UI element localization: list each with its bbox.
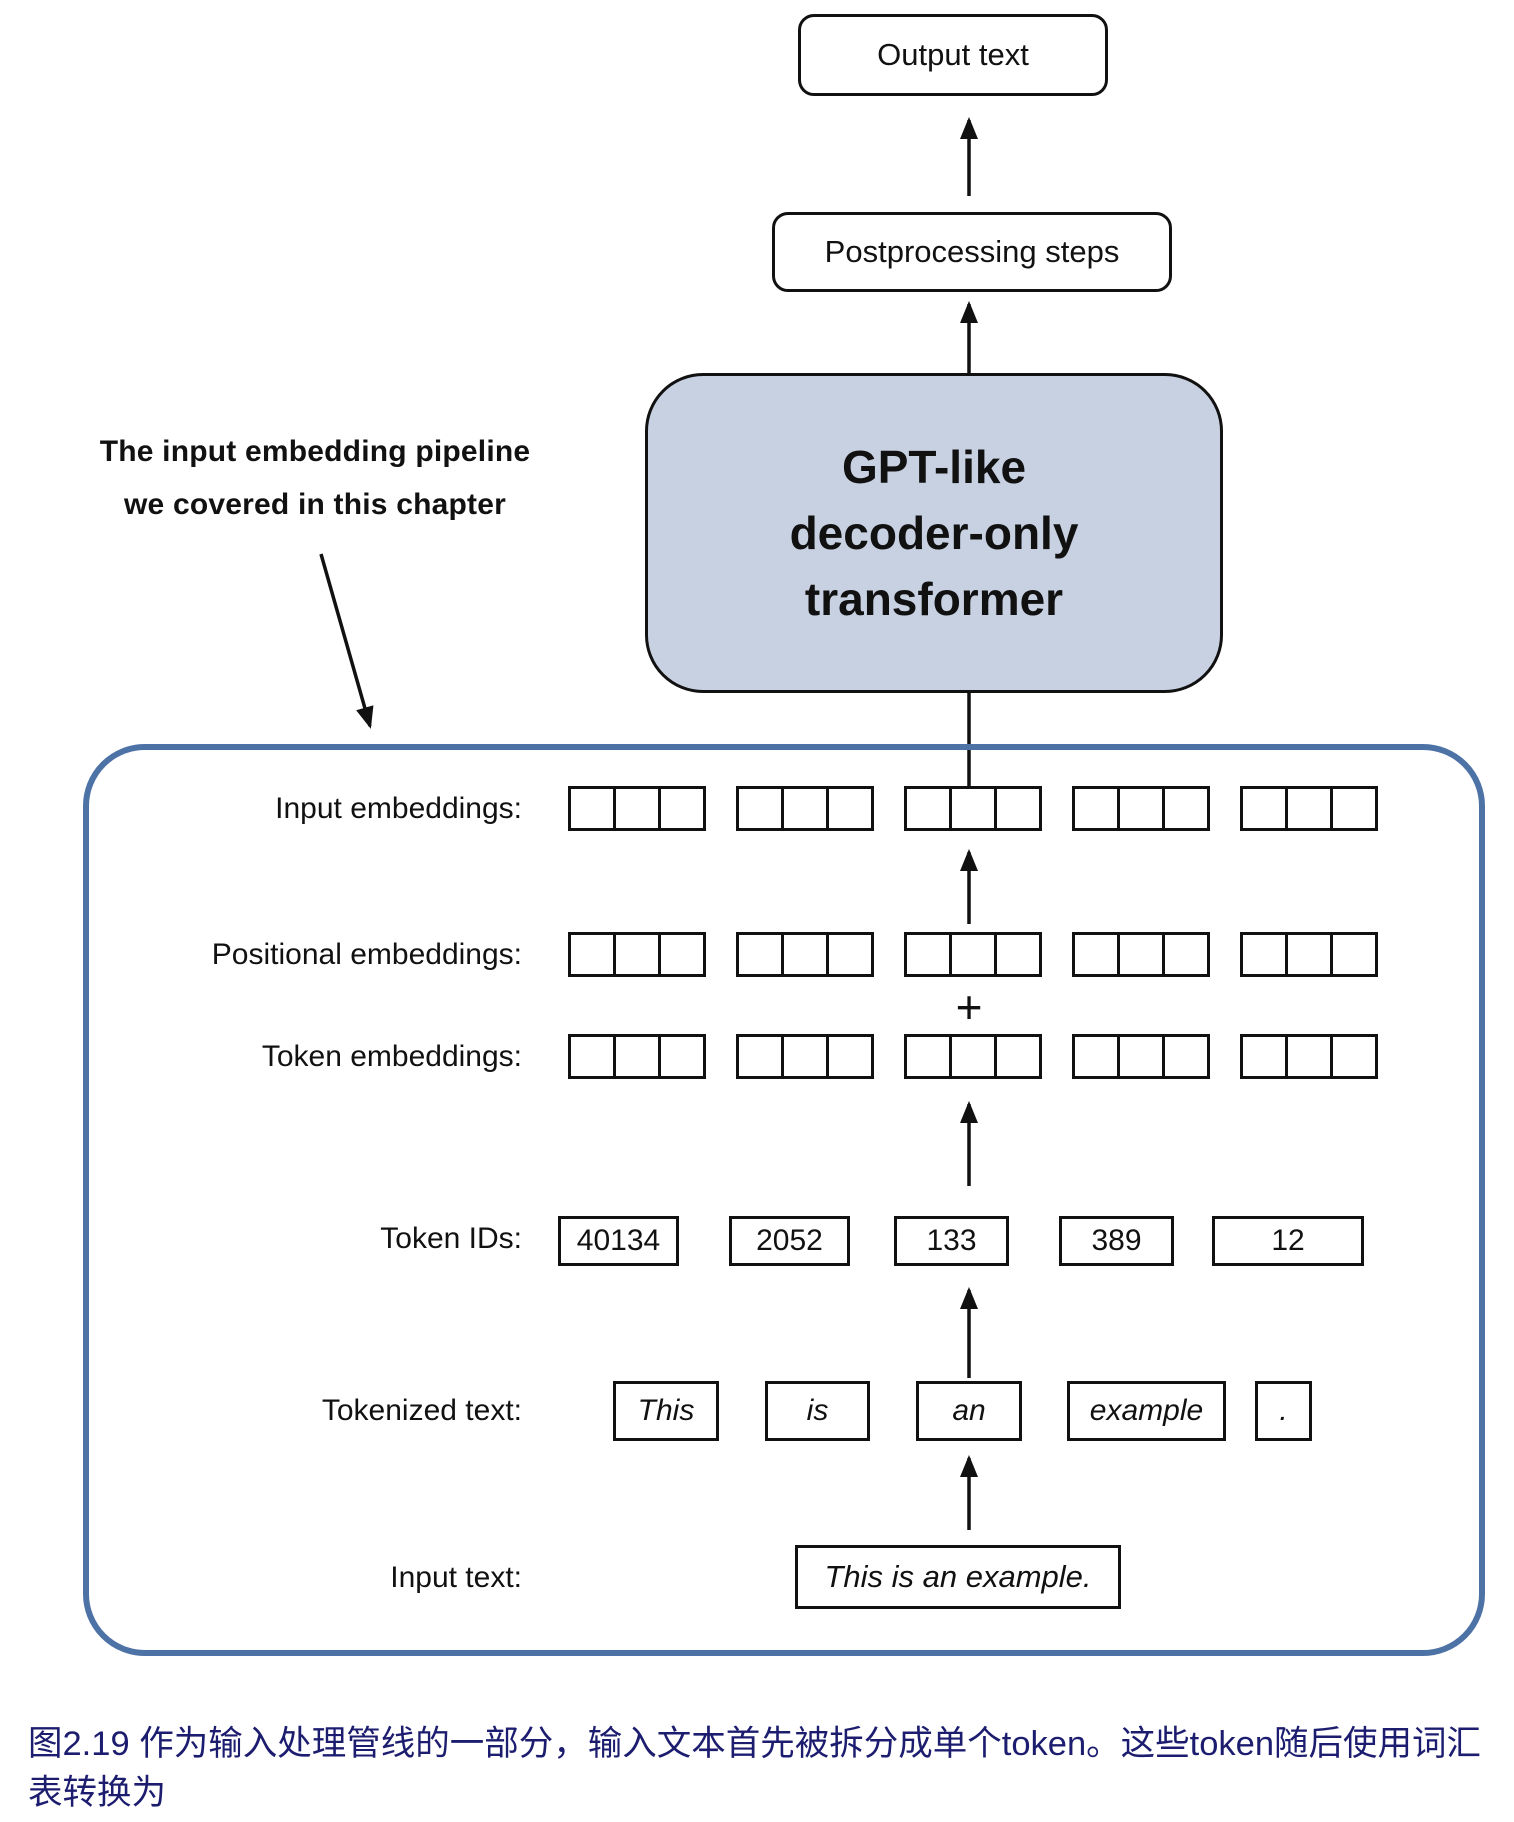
embedding-cell xyxy=(658,1034,706,1079)
annotation-note: The input embedding pipeline we covered … xyxy=(85,425,545,531)
embedding-cell xyxy=(781,786,829,831)
gpt-box-line2: decoder-only xyxy=(789,507,1079,559)
embedding-cell xyxy=(736,1034,784,1079)
embedding-cell xyxy=(568,1034,616,1079)
embedding-cell xyxy=(1072,932,1120,977)
embedding-cell xyxy=(949,1034,997,1079)
embedding-vector xyxy=(568,786,706,831)
embedding-cell xyxy=(1162,932,1210,977)
output-text-box: Output text xyxy=(798,14,1108,96)
embedding-cell xyxy=(1330,786,1378,831)
embedding-cell xyxy=(568,932,616,977)
postprocessing-label: Postprocessing steps xyxy=(824,234,1120,269)
embedding-vector xyxy=(1240,786,1378,831)
embedding-vector xyxy=(1072,932,1210,977)
embedding-cell xyxy=(1162,786,1210,831)
token-box: an xyxy=(916,1381,1022,1441)
embedding-vector xyxy=(736,932,874,977)
embedding-vector xyxy=(904,1034,1042,1079)
token-embeddings-row xyxy=(568,1034,1378,1079)
embedding-cell xyxy=(949,932,997,977)
input-embeddings-row xyxy=(568,786,1378,831)
embedding-cell xyxy=(826,932,874,977)
embedding-cell xyxy=(1285,1034,1333,1079)
caption-line2: token ID。token ID被转换为嵌入向量，并添加相同大小的位置嵌入，最… xyxy=(28,1818,1490,1822)
embedding-cell xyxy=(613,1034,661,1079)
positional-embeddings-row xyxy=(568,932,1378,977)
token-id-box: 389 xyxy=(1059,1216,1174,1266)
embedding-cell xyxy=(1072,786,1120,831)
embedding-cell xyxy=(1330,1034,1378,1079)
gpt-box-line1: GPT-like xyxy=(841,441,1027,493)
embedding-cell xyxy=(1285,932,1333,977)
embedding-cell xyxy=(949,786,997,831)
embedding-cell xyxy=(1117,932,1165,977)
embedding-cell xyxy=(613,786,661,831)
figure-caption: 图2.19 作为输入处理管线的一部分，输入文本首先被拆分成单个token。这些t… xyxy=(28,1720,1490,1822)
input-text-value: This is an example. xyxy=(824,1559,1092,1594)
embedding-cell xyxy=(904,932,952,977)
embedding-cell xyxy=(826,1034,874,1079)
embedding-vector xyxy=(1240,932,1378,977)
embedding-cell xyxy=(781,932,829,977)
embedding-vector xyxy=(736,786,874,831)
token-id-box: 2052 xyxy=(729,1216,850,1266)
input-text-box: This is an example. xyxy=(795,1545,1121,1609)
embedding-cell xyxy=(1162,1034,1210,1079)
embedding-cell xyxy=(1240,932,1288,977)
token-id-box: 133 xyxy=(894,1216,1009,1266)
input-embeddings-label: Input embeddings: xyxy=(275,792,522,825)
token-id-box: 12 xyxy=(1212,1216,1364,1266)
annotation-leader-arrow xyxy=(319,553,374,729)
token-box: is xyxy=(765,1381,870,1441)
annotation-line2: we covered in this chapter xyxy=(124,488,506,521)
positional-embeddings-label: Positional embeddings: xyxy=(211,938,522,971)
embedding-cell xyxy=(1117,786,1165,831)
postprocessing-box: Postprocessing steps xyxy=(772,212,1172,292)
embedding-cell xyxy=(1240,786,1288,831)
embedding-cell xyxy=(994,786,1042,831)
output-text-label: Output text xyxy=(877,37,1029,72)
token-id-box: 40134 xyxy=(558,1216,679,1266)
embedding-vector xyxy=(736,1034,874,1079)
token-ids-label: Token IDs: xyxy=(380,1222,522,1255)
embedding-vector xyxy=(1240,1034,1378,1079)
embedding-cell xyxy=(658,786,706,831)
gpt-box-line3: transformer xyxy=(804,573,1064,625)
plus-sign: + xyxy=(955,981,983,1033)
embedding-cell xyxy=(658,932,706,977)
embedding-vector xyxy=(568,932,706,977)
embedding-cell xyxy=(904,786,952,831)
embedding-cell xyxy=(1072,1034,1120,1079)
embedding-cell xyxy=(904,1034,952,1079)
embedding-pipeline-box xyxy=(83,744,1485,1656)
token-embeddings-label: Token embeddings: xyxy=(261,1040,522,1073)
tokenized-text-label: Tokenized text: xyxy=(321,1394,522,1427)
token-box: This xyxy=(613,1381,719,1441)
embedding-cell xyxy=(1117,1034,1165,1079)
embedding-cell xyxy=(1285,786,1333,831)
embedding-vector xyxy=(568,1034,706,1079)
embedding-cell xyxy=(994,1034,1042,1079)
annotation-line1: The input embedding pipeline xyxy=(99,435,531,468)
gpt-transformer-box: GPT-like decoder-only transformer xyxy=(645,373,1223,693)
embedding-vector xyxy=(1072,1034,1210,1079)
embedding-vector xyxy=(904,786,1042,831)
embedding-cell xyxy=(736,932,784,977)
embedding-cell xyxy=(613,932,661,977)
token-box: example xyxy=(1067,1381,1226,1441)
embedding-cell xyxy=(1330,932,1378,977)
caption-line1: 图2.19 作为输入处理管线的一部分，输入文本首先被拆分成单个token。这些t… xyxy=(28,1725,1482,1812)
input-text-label: Input text: xyxy=(390,1561,522,1594)
embedding-cell xyxy=(1240,1034,1288,1079)
embedding-vector xyxy=(904,932,1042,977)
embedding-vector xyxy=(1072,786,1210,831)
embedding-cell xyxy=(736,786,784,831)
embedding-cell xyxy=(826,786,874,831)
embedding-cell xyxy=(994,932,1042,977)
token-box: . xyxy=(1255,1381,1312,1441)
embedding-cell xyxy=(568,786,616,831)
embedding-cell xyxy=(781,1034,829,1079)
